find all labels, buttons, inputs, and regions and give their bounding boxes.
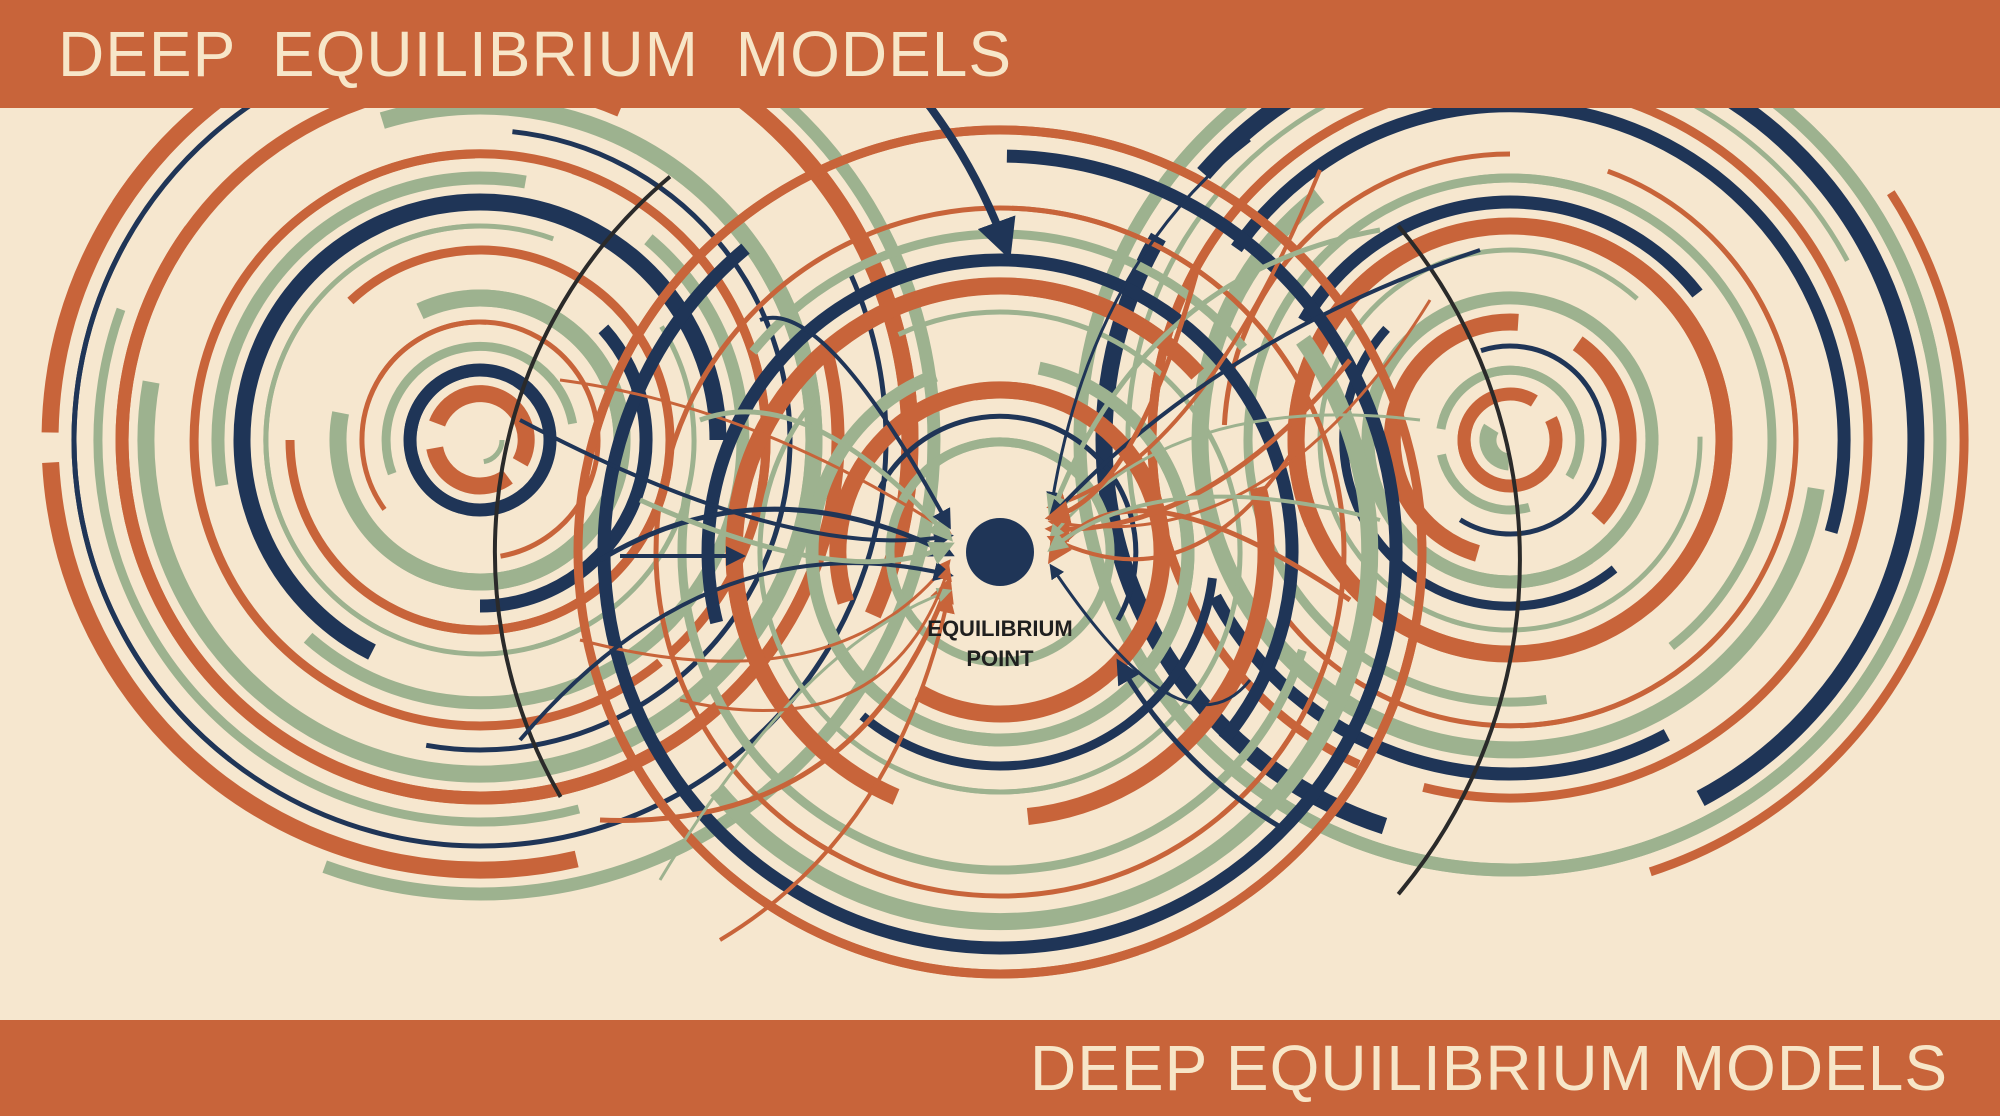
arrow-arc: [1116, 658, 1287, 832]
flow-arrow: [579, 559, 951, 663]
ring-layer: [41, 0, 1969, 979]
flow-arrow: [599, 577, 954, 823]
label-line-2: POINT: [966, 646, 1034, 671]
right-ring-arc: [1073, 86, 1909, 877]
left-ring-arc: [359, 319, 487, 511]
center-ring-arc: [859, 577, 1217, 771]
flow-arrow: [1046, 169, 1322, 512]
flow-arrow: [718, 592, 955, 942]
crossing-arc: [1396, 224, 1522, 896]
flow-arrow: [638, 497, 955, 565]
flow-arrow: [679, 565, 952, 712]
flow-arrow: [598, 506, 955, 563]
right-ring-arc: [1298, 195, 1703, 325]
left-ring-arc: [189, 149, 663, 731]
right-ring-arc: [1436, 365, 1585, 434]
right-ring-arc: [1339, 223, 1733, 663]
flow-arrow: [759, 315, 951, 530]
flow-arrow: [559, 378, 952, 534]
left-ring-arc: [429, 385, 535, 467]
flow-arrow: [699, 409, 954, 542]
left-ring-arc: [42, 462, 579, 879]
left-ring-arc: [426, 446, 513, 495]
left-ring-arc: [405, 375, 557, 517]
flow-arrow: [1047, 494, 1381, 552]
flow-arrow: [1046, 138, 1251, 508]
center-ring-arc: [701, 253, 1299, 744]
bottom-banner: DEEP EQUILIBRIUM MODELS: [0, 1020, 2000, 1116]
center-ring-arc: [597, 243, 1383, 955]
center-ring-arc: [893, 309, 1243, 795]
center-ring-arc: [885, 478, 1115, 667]
right-ring-arc: [1479, 423, 1510, 471]
equilibrium-point-dot: [966, 518, 1034, 586]
flow-arrow: [518, 561, 954, 742]
crossing-arc: [492, 175, 672, 798]
center-ring-arc: [914, 381, 1171, 723]
center-ring-arc: [1006, 149, 1403, 716]
right-ring-arc: [1422, 77, 1873, 803]
footer-title: DEEP EQUILIBRIUM MODELS: [1029, 1032, 1948, 1104]
flow-arrow: [1046, 438, 1302, 562]
center-ring-arc: [584, 125, 1427, 898]
flow-arrow: [1049, 563, 1252, 707]
center-ring-arc: [796, 646, 1334, 899]
center-ring-arc: [677, 496, 1307, 875]
header-title: DEEP EQUILIBRIUM MODELS: [58, 18, 1013, 90]
left-ring-arc: [71, 241, 889, 849]
right-ring-arc: [1209, 593, 1670, 781]
right-ring-arc: [1437, 453, 1531, 515]
left-ring-arc: [404, 363, 534, 432]
left-ring-arc: [483, 439, 505, 465]
right-ring-arc: [1243, 173, 1652, 707]
center-ring-arc: [725, 277, 1205, 694]
right-ring-arc: [1572, 336, 1637, 525]
flow-arrow: [658, 587, 953, 881]
flow-arrow: [1044, 259, 1203, 526]
label-line-1: EQUILIBRIUM: [927, 616, 1073, 641]
right-ring-arc: [1458, 343, 1607, 537]
right-ring-arc: [1648, 190, 1969, 877]
left-ring-arc: [263, 223, 555, 641]
center-ring-arc: [653, 205, 1294, 856]
flow-arrow: [519, 418, 954, 549]
left-ring-arc: [479, 324, 653, 613]
left-ring-arc: [93, 307, 581, 827]
center-ring-arc: [829, 381, 1036, 605]
left-ring-arc: [381, 341, 578, 476]
right-ring-arc: [1450, 436, 1703, 633]
right-ring-arc: [1231, 99, 1851, 534]
flow-arrow: [1047, 248, 1481, 521]
equilibrium-point-label: EQUILIBRIUM POINT: [900, 614, 1100, 674]
top-banner: DEEP EQUILIBRIUM MODELS: [0, 0, 2000, 108]
flow-arrow: [1044, 358, 1352, 543]
flow-lines: [518, 138, 1481, 942]
left-ring-arc: [211, 171, 527, 487]
left-ring-arc: [347, 245, 675, 635]
right-ring-arc: [1519, 168, 1799, 729]
right-ring-arc: [1339, 325, 1618, 611]
center-ring-arc: [710, 334, 1379, 931]
